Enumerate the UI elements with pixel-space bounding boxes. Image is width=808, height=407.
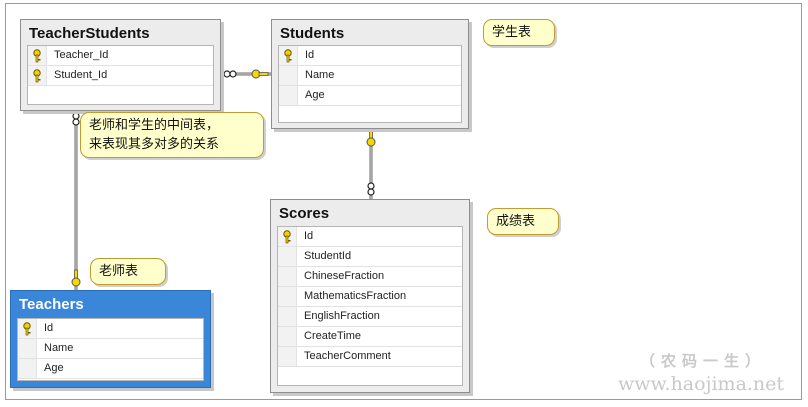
table-teachers[interactable]: Teachers Id Name Age — [10, 290, 211, 388]
field-name: MathematicsFraction — [304, 290, 407, 302]
field-row[interactable]: Id — [278, 227, 462, 247]
table-title: Students — [280, 25, 345, 42]
primary-key-icon — [283, 230, 291, 244]
note-students[interactable]: 学生表 — [483, 19, 555, 46]
field-name: ChineseFraction — [304, 270, 385, 282]
watermark: （农码一生） www.haojima.net — [618, 350, 784, 395]
note-text: 老师表 — [99, 264, 139, 279]
note-text-line-2: 来表现其多对多的关系 — [89, 137, 220, 152]
field-name: TeacherComment — [304, 350, 391, 362]
watermark-line-2: www.haojima.net — [618, 373, 785, 395]
primary-key-icon — [23, 322, 31, 336]
field-row[interactable]: Id — [279, 46, 461, 66]
note-text: 学生表 — [492, 25, 532, 40]
field-row[interactable]: CreateTime — [278, 327, 462, 347]
field-name: StudentId — [304, 250, 352, 262]
key-end-icon — [71, 269, 81, 287]
key-end-icon — [251, 69, 269, 79]
note-teachers[interactable]: 老师表 — [90, 258, 166, 285]
table-title: TeacherStudents — [29, 25, 150, 42]
field-name: Id — [44, 322, 54, 334]
field-row[interactable]: Teacher_Id — [28, 46, 213, 66]
field-row[interactable]: MathematicsFraction — [278, 287, 462, 307]
field-name: EnglishFraction — [304, 310, 380, 322]
table-students[interactable]: Students Id Name Age — [271, 19, 469, 129]
watermark-line-1: （农码一生） — [640, 352, 767, 370]
note-middle-table[interactable]: 老师和学生的中间表， 来表现其多对多的关系 — [80, 112, 264, 158]
primary-key-icon — [284, 49, 292, 63]
infinity-end-icon — [72, 112, 80, 126]
field-row[interactable]: StudentId — [278, 247, 462, 267]
field-list: Teacher_Id Student_Id — [27, 45, 214, 105]
field-row[interactable]: TeacherComment — [278, 347, 462, 367]
infinity-end-icon — [367, 182, 375, 196]
field-name: Name — [305, 69, 335, 81]
table-scores[interactable]: Scores Id StudentId ChineseFraction Math… — [270, 199, 470, 393]
field-row[interactable]: ChineseFraction — [278, 267, 462, 287]
table-title: Scores — [279, 205, 330, 222]
field-list: Id Name Age — [17, 318, 204, 381]
field-name: Id — [304, 230, 314, 242]
field-name: Student_Id — [54, 69, 108, 81]
field-row[interactable]: Age — [279, 86, 461, 106]
field-name: CreateTime — [304, 330, 362, 342]
field-name: Age — [44, 362, 64, 374]
field-row[interactable]: Id — [18, 319, 203, 339]
primary-key-icon — [33, 49, 41, 63]
table-title: Teachers — [19, 296, 84, 313]
field-name: Id — [305, 49, 315, 61]
field-row[interactable]: Age — [18, 359, 203, 379]
field-row[interactable]: Name — [279, 66, 461, 86]
table-teacherstudents[interactable]: TeacherStudents Teacher_Id Student_Id — [20, 19, 221, 111]
note-scores[interactable]: 成绩表 — [487, 208, 559, 235]
primary-key-icon — [33, 69, 41, 83]
field-name: Age — [305, 89, 325, 101]
field-name: Teacher_Id — [54, 49, 109, 61]
field-list: Id StudentId ChineseFraction Mathematics… — [277, 226, 463, 386]
field-row[interactable]: Name — [18, 339, 203, 359]
note-text-line-1: 老师和学生的中间表， — [89, 118, 220, 133]
field-row[interactable]: Student_Id — [28, 66, 213, 86]
field-list: Id Name Age — [278, 45, 462, 123]
key-end-icon — [366, 129, 376, 147]
field-row[interactable]: EnglishFraction — [278, 307, 462, 327]
field-name: Name — [44, 342, 74, 354]
infinity-end-icon — [223, 70, 237, 78]
note-text: 成绩表 — [496, 214, 536, 229]
